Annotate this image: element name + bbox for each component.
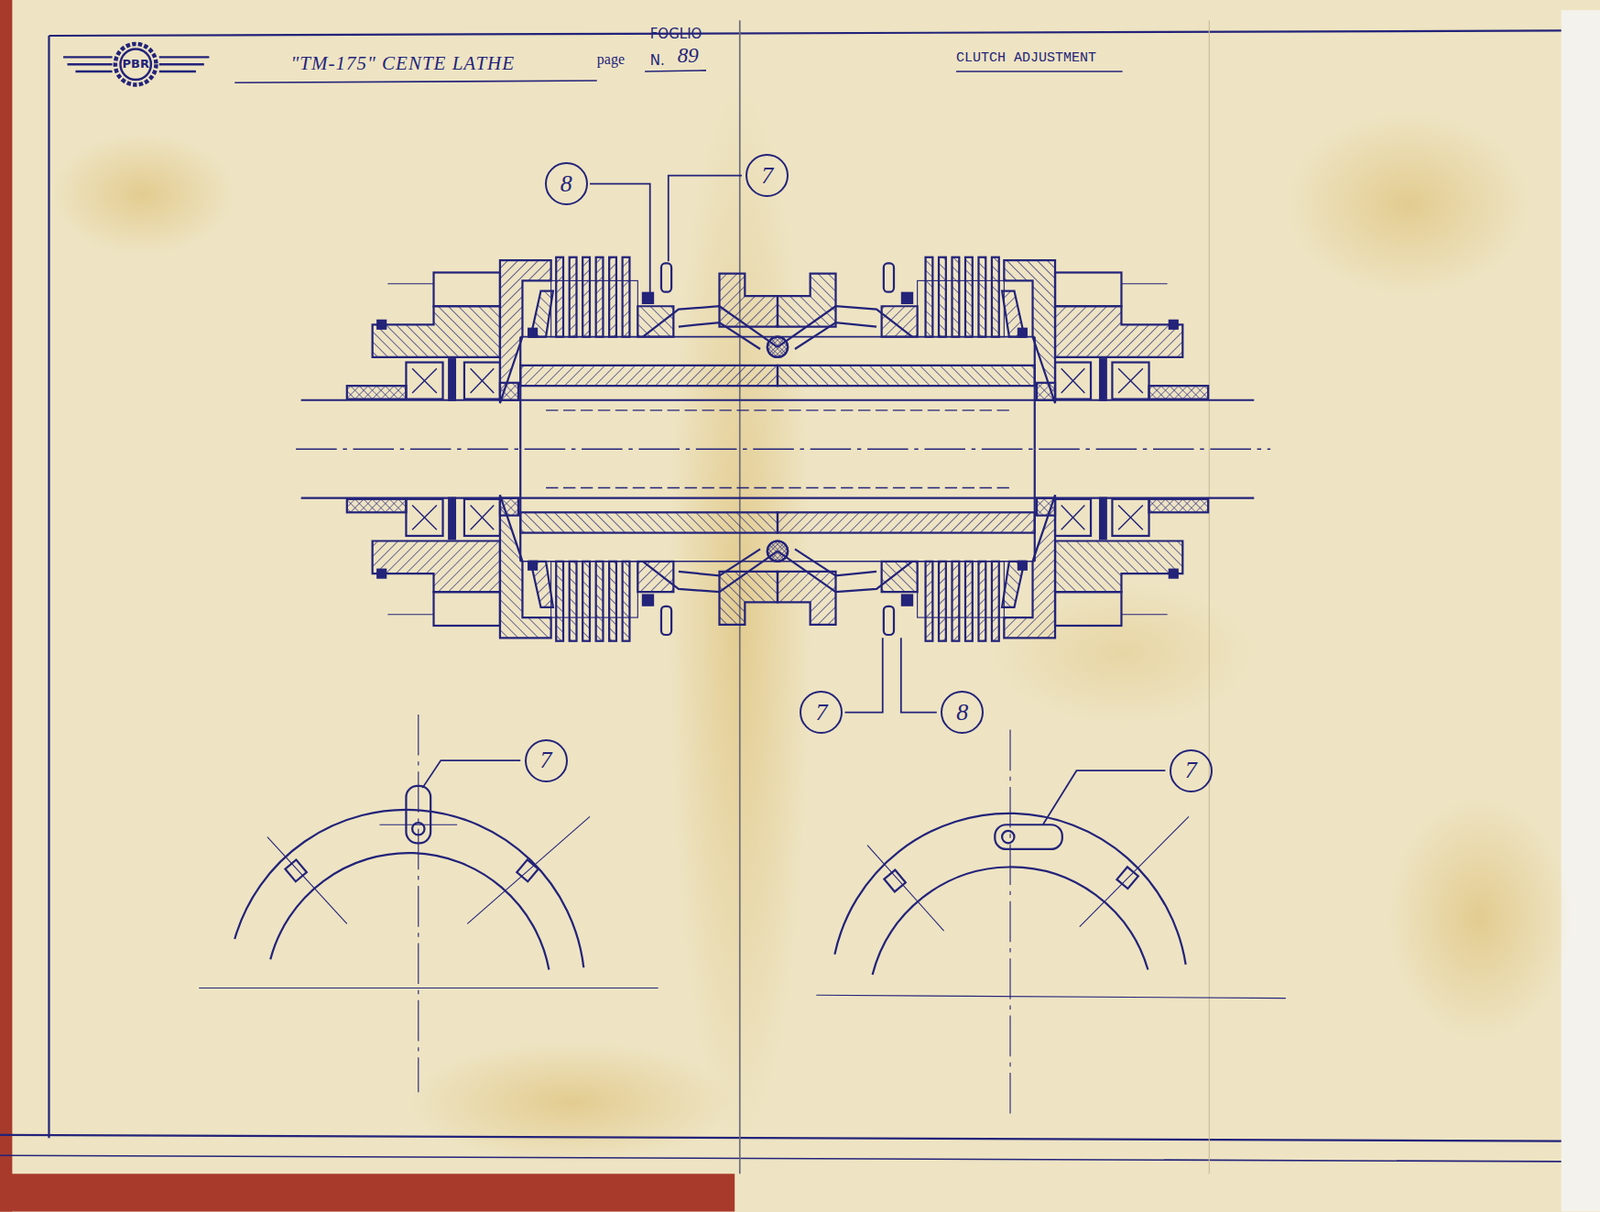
callout-number: 8	[956, 700, 969, 725]
sheet-label: page	[597, 51, 625, 68]
callout-number: 7	[761, 163, 773, 188]
frame	[0, 20, 1562, 1174]
sheet-heading: CLUTCH ADJUSTMENT	[956, 51, 1097, 67]
folder-edge	[0, 1173, 735, 1211]
callout-circle: 8	[544, 162, 588, 206]
leader-lines	[422, 175, 1165, 826]
logo	[63, 43, 209, 86]
sheet-label: FOGLIO	[650, 26, 703, 43]
callout-number: 7	[815, 700, 828, 725]
callout-circle: 8	[940, 690, 984, 734]
clutch-quadrant	[301, 257, 788, 449]
callout-circle: 7	[1169, 749, 1213, 793]
sheet-title: "TM-175" CENTE LATHE	[291, 53, 516, 75]
folder-edge	[0, 0, 12, 1212]
callout-number: 7	[1185, 758, 1198, 783]
callout-circle: 7	[524, 739, 568, 783]
logo-text: PBR	[121, 57, 149, 71]
callout-circle: 7	[799, 690, 843, 734]
page-number: 89	[677, 43, 699, 67]
callout-number: 7	[540, 748, 553, 773]
callout-number: 8	[560, 172, 573, 196]
callout-circle: 7	[745, 153, 789, 197]
ring-view	[198, 714, 658, 1092]
sheet-label: N.	[650, 53, 665, 69]
paper-edge	[1561, 10, 1600, 1211]
stains	[51, 81, 1572, 1164]
ring-view	[816, 729, 1286, 1118]
centerline	[295, 448, 1271, 450]
